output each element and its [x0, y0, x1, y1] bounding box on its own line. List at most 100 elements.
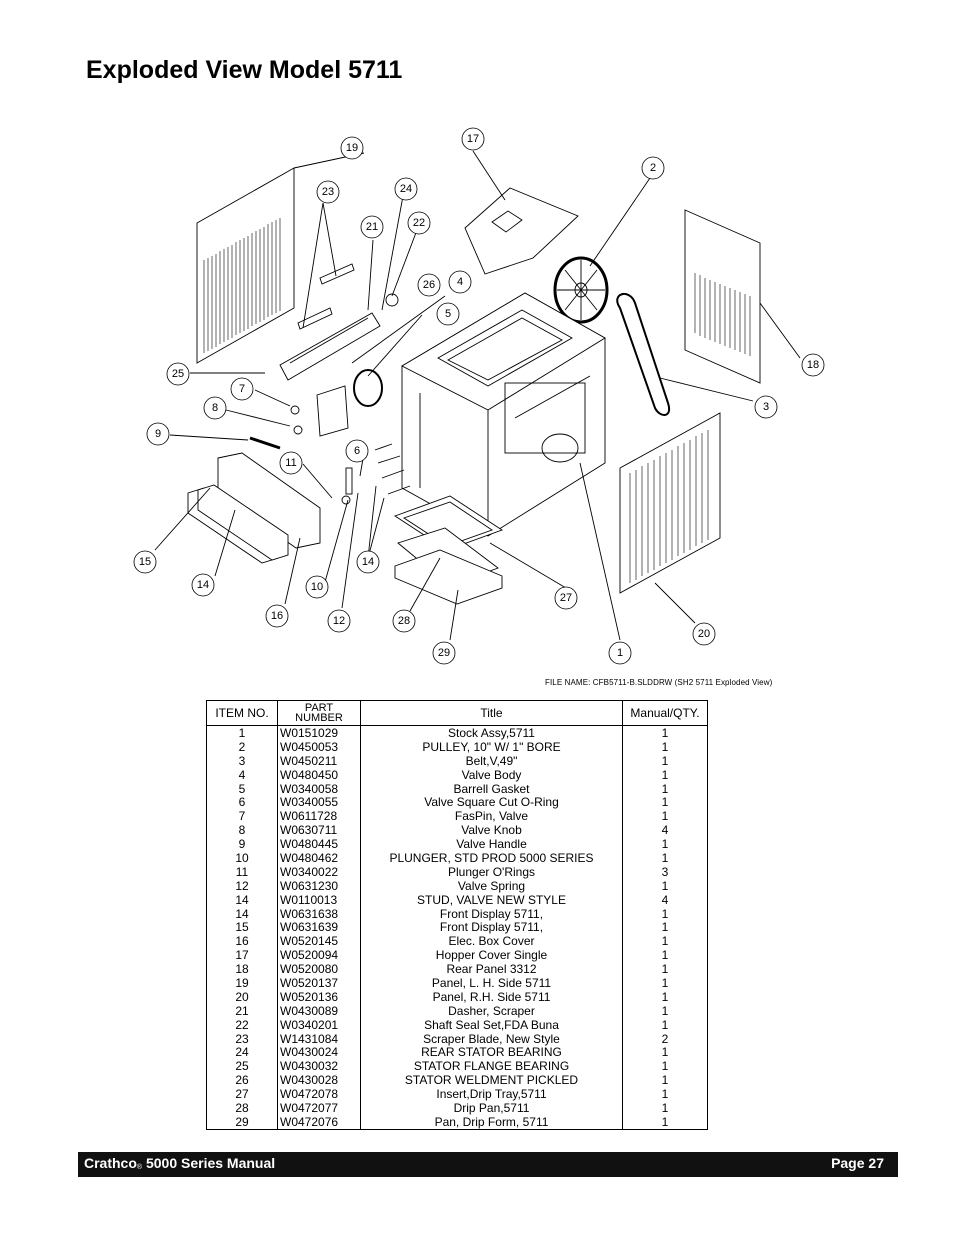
header-manual-qty: Manual/QTY. — [622, 700, 708, 726]
part-title: Valve Body — [360, 767, 623, 782]
svg-text:4: 4 — [457, 276, 463, 288]
svg-text:17: 17 — [467, 133, 479, 145]
quantity: 3 — [622, 864, 708, 879]
callout: 21 — [360, 215, 384, 239]
dasher-assembly — [279, 263, 399, 381]
footer-page-number: Page 27 — [831, 1155, 884, 1171]
item-no: 1 — [206, 725, 278, 740]
svg-text:19: 19 — [346, 142, 358, 154]
part-number: W0472076 — [277, 1114, 361, 1130]
part-number: W0611728 — [277, 809, 361, 824]
item-no: 9 — [206, 837, 278, 852]
svg-text:10: 10 — [311, 581, 323, 593]
part-title: Barrell Gasket — [360, 781, 623, 796]
part-title: Valve Square Cut O-Ring — [360, 795, 623, 810]
quantity: 1 — [622, 1101, 708, 1115]
part-title: Rear Panel 3312 — [360, 962, 623, 977]
part-title: Insert,Drip Tray,5711 — [360, 1087, 623, 1102]
item-no: 20 — [206, 989, 278, 1004]
part-title: Plunger O'Rings — [360, 864, 623, 879]
quantity: 1 — [622, 962, 708, 977]
callouts: 1 2 3 4 5 6 7 8 9 10 11 12 14 14 15 16 1… — [133, 127, 825, 665]
page-title: Exploded View Model 5711 — [86, 56, 403, 84]
part-title: Shaft Seal Set,FDA Buna — [360, 1017, 623, 1032]
svg-text:16: 16 — [271, 610, 283, 622]
belt — [616, 293, 671, 416]
quantity: 1 — [622, 809, 708, 824]
part-number: W0520094 — [277, 948, 361, 963]
part-title: STATOR FLANGE BEARING — [360, 1059, 623, 1074]
part-title: Front Display 5711, — [360, 906, 623, 921]
part-title: Valve Spring — [360, 878, 623, 893]
part-number: W0630711 — [277, 823, 361, 838]
part-title: Drip Pan,5711 — [360, 1101, 623, 1115]
part-number: W0472077 — [277, 1101, 361, 1115]
quantity: 4 — [622, 892, 708, 907]
part-title: STATOR WELDMENT PICKLED — [360, 1073, 623, 1088]
part-number: W0430089 — [277, 1003, 361, 1018]
part-number: W0480450 — [277, 767, 361, 782]
part-number: W0520080 — [277, 962, 361, 977]
quantity: 4 — [622, 823, 708, 838]
svg-text:24: 24 — [400, 183, 412, 195]
svg-text:12: 12 — [333, 615, 345, 627]
quantity: 1 — [622, 837, 708, 852]
part-title: Scraper Blade, New Style — [360, 1031, 623, 1046]
svg-text:7: 7 — [239, 383, 245, 395]
svg-text:1: 1 — [617, 647, 623, 659]
callout: 25 — [166, 362, 190, 386]
quantity: 1 — [622, 1017, 708, 1032]
quantity: 1 — [622, 948, 708, 963]
callout: 15 — [133, 550, 157, 574]
item-no: 11 — [206, 864, 278, 879]
svg-text:23: 23 — [322, 186, 334, 198]
svg-text:15: 15 — [139, 556, 151, 568]
callout: 9 — [146, 422, 170, 446]
footer-manual-title: Crathco® 5000 Series Manual — [84, 1155, 275, 1171]
item-no: 24 — [206, 1045, 278, 1060]
svg-text:3: 3 — [763, 401, 769, 413]
svg-text:2: 2 — [650, 162, 656, 174]
svg-text:14: 14 — [197, 579, 209, 591]
svg-text:25: 25 — [172, 368, 184, 380]
header-item-no: ITEM NO. — [206, 700, 278, 726]
callout: 8 — [203, 396, 227, 420]
drip-tray-parts — [394, 495, 503, 605]
part-title: Pan, Drip Form, 5711 — [360, 1114, 623, 1130]
part-title: Panel, R.H. Side 5711 — [360, 989, 623, 1004]
footer-manual-name: 5000 Series Manual — [142, 1155, 276, 1171]
quantity: 1 — [622, 725, 708, 740]
part-title: Valve Handle — [360, 837, 623, 852]
item-no: 17 — [206, 948, 278, 963]
part-title: PULLEY, 10" W/ 1" BORE — [360, 739, 623, 754]
item-no: 25 — [206, 1059, 278, 1074]
quantity: 1 — [622, 795, 708, 810]
item-no: 14 — [206, 906, 278, 921]
part-title: PLUNGER, STD PROD 5000 SERIES — [360, 851, 623, 865]
left-side-panel — [196, 167, 295, 364]
quantity: 1 — [622, 1073, 708, 1088]
exploded-view-drawing: 1 2 3 4 5 6 7 8 9 10 11 12 14 14 15 16 1… — [133, 127, 825, 665]
callout: 3 — [754, 395, 778, 419]
quantity: 1 — [622, 989, 708, 1004]
front-display-panels — [187, 452, 321, 564]
callout: 19 — [340, 136, 364, 160]
svg-text:26: 26 — [423, 279, 435, 291]
registered-mark: ® — [136, 1164, 143, 1171]
part-title: Panel, L. H. Side 5711 — [360, 976, 623, 990]
item-no: 2 — [206, 739, 278, 754]
callout: 22 — [407, 211, 431, 235]
